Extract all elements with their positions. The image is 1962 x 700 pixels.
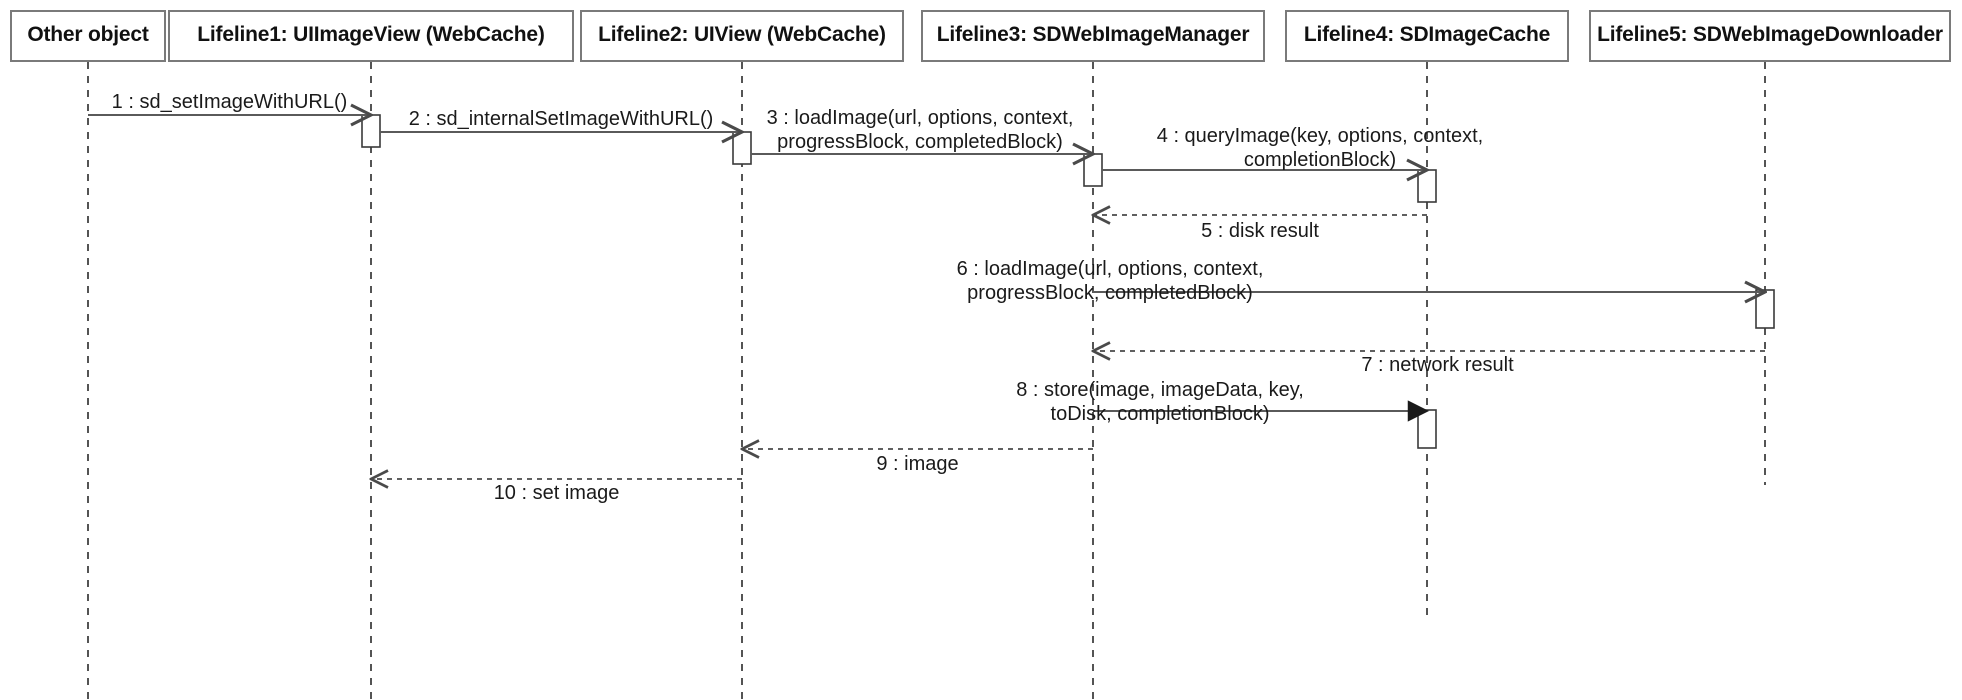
- lifeline-title-label: Lifeline2: UIView (WebCache): [598, 23, 886, 46]
- activation-bar-act-lifeline2: [732, 131, 752, 165]
- lifeline-header-lifeline5[interactable]: Lifeline5: SDWebImageDownloader: [1589, 10, 1951, 62]
- activation-bar-act-lifeline4-query: [1417, 169, 1437, 203]
- activation-bar-act-lifeline3: [1083, 153, 1103, 187]
- lifeline-header-lifeline4[interactable]: Lifeline4: SDImageCache: [1285, 10, 1569, 62]
- lifeline-header-lifeline1[interactable]: Lifeline1: UIImageView (WebCache): [168, 10, 574, 62]
- lifeline-header-lifeline2[interactable]: Lifeline2: UIView (WebCache): [580, 10, 904, 62]
- lifeline-header-lifeline3[interactable]: Lifeline3: SDWebImageManager: [921, 10, 1265, 62]
- lifeline-title-label: Lifeline4: SDImageCache: [1303, 23, 1551, 46]
- lifeline-title-label: Lifeline5: SDWebImageDownloader: [1597, 23, 1943, 46]
- message-arrows: [88, 115, 1765, 479]
- lifeline-title-label: Lifeline3: SDWebImageManager: [936, 23, 1250, 46]
- activation-bar-act-lifeline4-store: [1417, 409, 1437, 449]
- lifeline-dashed-lines: [87, 62, 1766, 700]
- activation-bars: [361, 114, 1775, 449]
- lifeline-header-other[interactable]: Other object: [10, 10, 166, 62]
- activation-bar-act-lifeline1: [361, 114, 381, 148]
- lifeline-title-label: Lifeline1: UIImageView (WebCache): [197, 23, 545, 46]
- activation-bar-act-lifeline5-download: [1755, 289, 1775, 329]
- lifeline-title-label: Other object: [27, 23, 149, 46]
